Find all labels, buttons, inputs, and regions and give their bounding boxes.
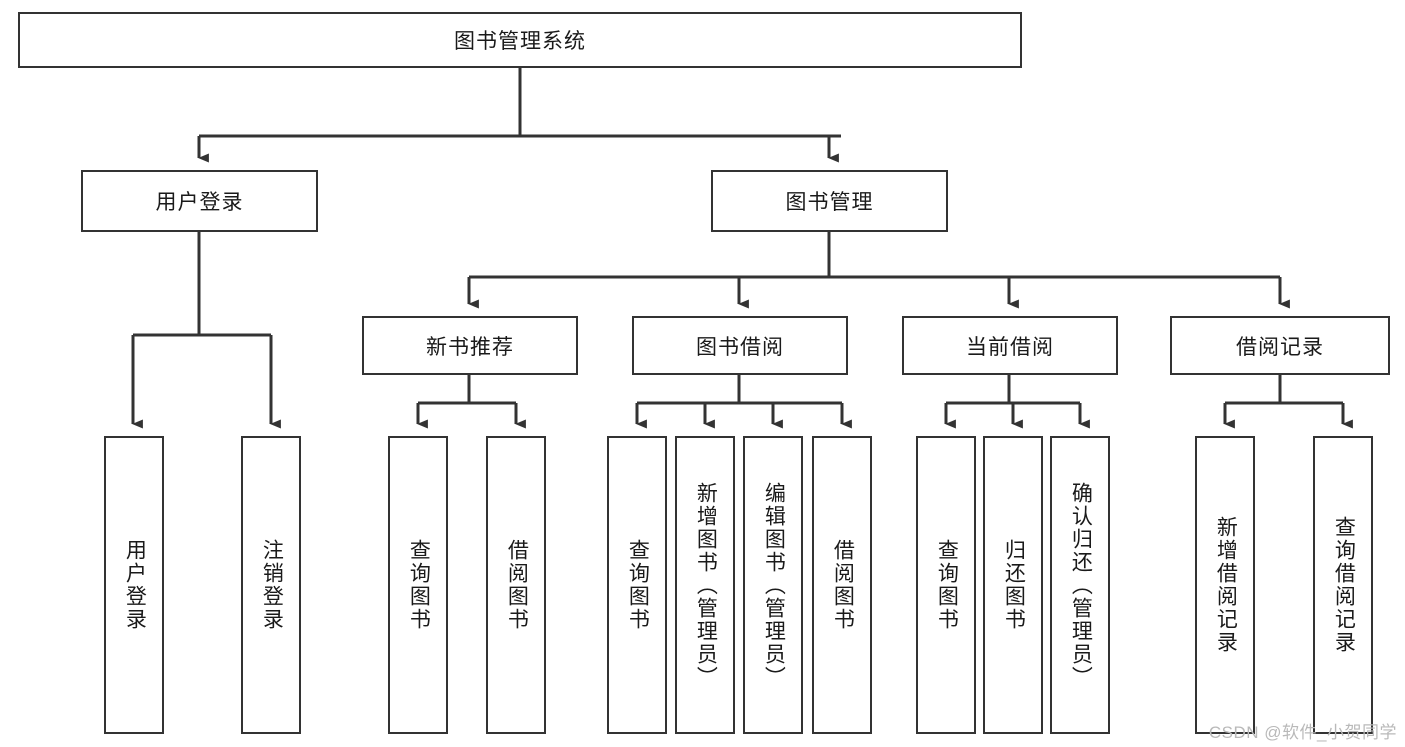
node-recommend-search-book-label: 查询图书 — [407, 539, 431, 631]
node-recommend-search-book[interactable]: 查询图书 — [388, 436, 448, 734]
node-root-label: 图书管理系统 — [454, 30, 586, 53]
node-recommend-borrow-book-label: 借阅图书 — [505, 539, 529, 631]
csdn-watermark: CSDN @软件_小贺同学 — [1208, 723, 1397, 742]
node-book-management-label: 图书管理 — [785, 191, 874, 214]
node-borrow-add-book[interactable]: 新增图书（管理员） — [675, 436, 735, 734]
node-borrow-records[interactable]: 借阅记录 — [1170, 316, 1390, 375]
node-current-confirm-return[interactable]: 确认归还（管理员） — [1050, 436, 1110, 734]
node-new-book-recommend-label: 新书推荐 — [426, 335, 514, 359]
node-current-return-book-label: 归还图书 — [1002, 539, 1026, 631]
node-borrow-records-label: 借阅记录 — [1236, 335, 1324, 359]
node-records-search-label: 查询借阅记录 — [1332, 516, 1356, 654]
node-book-borrow-label: 图书借阅 — [696, 335, 784, 359]
node-current-search-book[interactable]: 查询图书 — [916, 436, 976, 734]
node-borrow-search-book[interactable]: 查询图书 — [607, 436, 667, 734]
node-borrow-add-book-label: 新增图书（管理员） — [694, 481, 718, 689]
node-user-logout[interactable]: 注销登录 — [241, 436, 301, 734]
node-current-borrow-label: 当前借阅 — [966, 335, 1054, 359]
node-borrow-search-book-label: 查询图书 — [626, 539, 650, 631]
node-book-borrow[interactable]: 图书借阅 — [632, 316, 848, 375]
node-new-book-recommend[interactable]: 新书推荐 — [362, 316, 578, 375]
node-user-login-label: 用户登录 — [155, 191, 244, 214]
node-borrow-edit-book-label: 编辑图书（管理员） — [762, 481, 786, 689]
node-records-add-label: 新增借阅记录 — [1214, 516, 1238, 654]
node-current-search-book-label: 查询图书 — [935, 539, 959, 631]
node-borrow-edit-book[interactable]: 编辑图书（管理员） — [743, 436, 803, 734]
node-user-logout-label: 注销登录 — [260, 539, 284, 631]
node-user-login-do-label: 用户登录 — [123, 539, 147, 631]
node-recommend-borrow-book[interactable]: 借阅图书 — [486, 436, 546, 734]
node-user-login[interactable]: 用户登录 — [81, 170, 318, 232]
node-borrow-borrow-book[interactable]: 借阅图书 — [812, 436, 872, 734]
node-current-return-book[interactable]: 归还图书 — [983, 436, 1043, 734]
node-book-management[interactable]: 图书管理 — [711, 170, 948, 232]
node-root[interactable]: 图书管理系统 — [18, 12, 1022, 68]
node-current-confirm-return-label: 确认归还（管理员） — [1069, 481, 1093, 689]
node-current-borrow[interactable]: 当前借阅 — [902, 316, 1118, 375]
node-records-search[interactable]: 查询借阅记录 — [1313, 436, 1373, 734]
node-borrow-borrow-book-label: 借阅图书 — [831, 539, 855, 631]
node-records-add[interactable]: 新增借阅记录 — [1195, 436, 1255, 734]
node-user-login-do[interactable]: 用户登录 — [104, 436, 164, 734]
